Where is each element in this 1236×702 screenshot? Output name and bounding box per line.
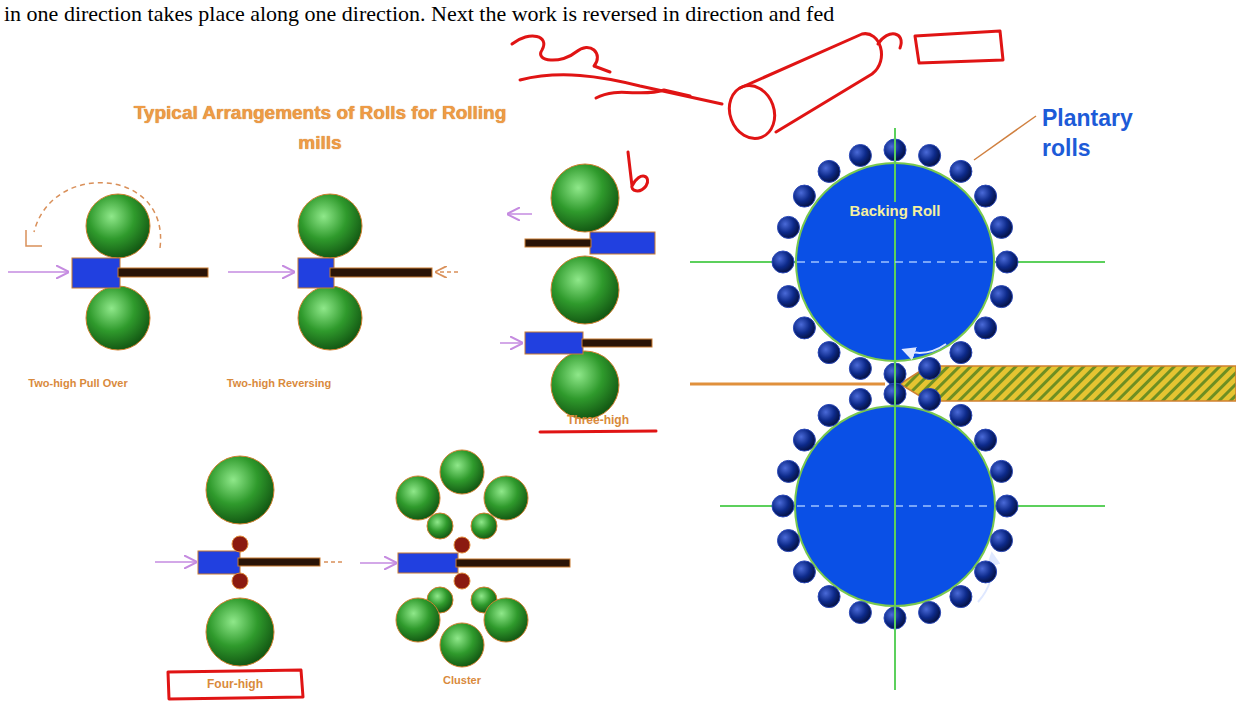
feed-arrow bbox=[228, 271, 294, 273]
feed-arrow bbox=[500, 342, 522, 344]
work-stock bbox=[298, 258, 334, 288]
rolled-strip bbox=[690, 383, 885, 386]
svg-path bbox=[512, 36, 610, 72]
work-stock bbox=[525, 332, 583, 354]
rolled-strip bbox=[525, 239, 591, 247]
intermediate-roll bbox=[471, 513, 497, 539]
feed-arrow bbox=[155, 561, 196, 563]
intermediate-roll bbox=[427, 513, 453, 539]
mill-label: Cluster bbox=[443, 673, 481, 687]
rolled-strip bbox=[238, 558, 320, 566]
backup-roll bbox=[206, 456, 274, 524]
body-text: in one direction takes place along one d… bbox=[4, 0, 834, 28]
rotation-arrow bbox=[904, 344, 946, 353]
roll bbox=[298, 194, 362, 258]
annotated-label-box: Four-high bbox=[165, 668, 305, 700]
rolled-strip bbox=[118, 268, 208, 277]
roll bbox=[86, 286, 150, 350]
reverse-arrow bbox=[436, 271, 458, 273]
work-stock bbox=[72, 258, 120, 288]
svg-path bbox=[596, 90, 690, 98]
four-high-mill bbox=[155, 456, 342, 666]
svg-path bbox=[628, 152, 648, 191]
return-arrowhead bbox=[26, 230, 42, 246]
roll bbox=[551, 351, 619, 419]
backup-roll bbox=[484, 476, 528, 520]
work-roll bbox=[232, 536, 248, 552]
center-line bbox=[797, 261, 993, 263]
leader-line bbox=[974, 116, 1036, 160]
svg-path bbox=[878, 34, 901, 48]
feed-arrow bbox=[508, 213, 532, 215]
backup-roll bbox=[396, 476, 440, 520]
planetary-mill bbox=[690, 116, 1236, 629]
work-stock bbox=[590, 232, 655, 254]
roll bbox=[298, 286, 362, 350]
backup-roll bbox=[206, 598, 274, 666]
svg-path bbox=[740, 34, 881, 132]
work-stock bbox=[198, 551, 240, 574]
roll bbox=[551, 256, 619, 324]
roll bbox=[551, 164, 619, 232]
svg-path bbox=[540, 431, 656, 432]
roll bbox=[86, 194, 150, 258]
work-roll bbox=[454, 573, 470, 589]
backup-roll bbox=[440, 623, 484, 667]
three-high-mill bbox=[500, 164, 655, 419]
hand-drawn-box bbox=[168, 670, 303, 699]
two-high-pull-over-mill bbox=[8, 183, 208, 350]
work-stock bbox=[398, 553, 458, 573]
callout-label: Plantary rolls bbox=[1042, 103, 1182, 163]
feed-arrow bbox=[360, 562, 396, 564]
slab-stock bbox=[900, 366, 1236, 401]
svg-path bbox=[915, 31, 1003, 63]
axis-line bbox=[894, 128, 896, 690]
rolled-strip bbox=[330, 268, 432, 277]
mill-label: Three-high bbox=[567, 413, 629, 428]
mill-label: Two-high Pull Over bbox=[28, 376, 127, 390]
backup-roll bbox=[484, 598, 528, 642]
mill-label: Two-high Reversing bbox=[227, 376, 331, 390]
two-high-reversing-mill bbox=[228, 194, 458, 350]
svg-path bbox=[520, 75, 722, 104]
rolled-strip bbox=[582, 339, 652, 347]
work-roll bbox=[454, 537, 470, 553]
work-roll bbox=[232, 573, 248, 589]
rolled-strip bbox=[456, 559, 570, 567]
backup-roll bbox=[440, 450, 484, 494]
cluster-mill bbox=[360, 450, 570, 667]
diagram-title: Typical Arrangements of Rolls for Rollin… bbox=[130, 98, 510, 158]
backup-roll bbox=[396, 598, 440, 642]
svg-ellipse bbox=[722, 79, 782, 145]
node-text: Four-high bbox=[203, 677, 267, 691]
exit-arrow bbox=[324, 561, 342, 563]
node-text: Backing Roll bbox=[846, 202, 945, 219]
feed-arrow bbox=[8, 271, 68, 273]
